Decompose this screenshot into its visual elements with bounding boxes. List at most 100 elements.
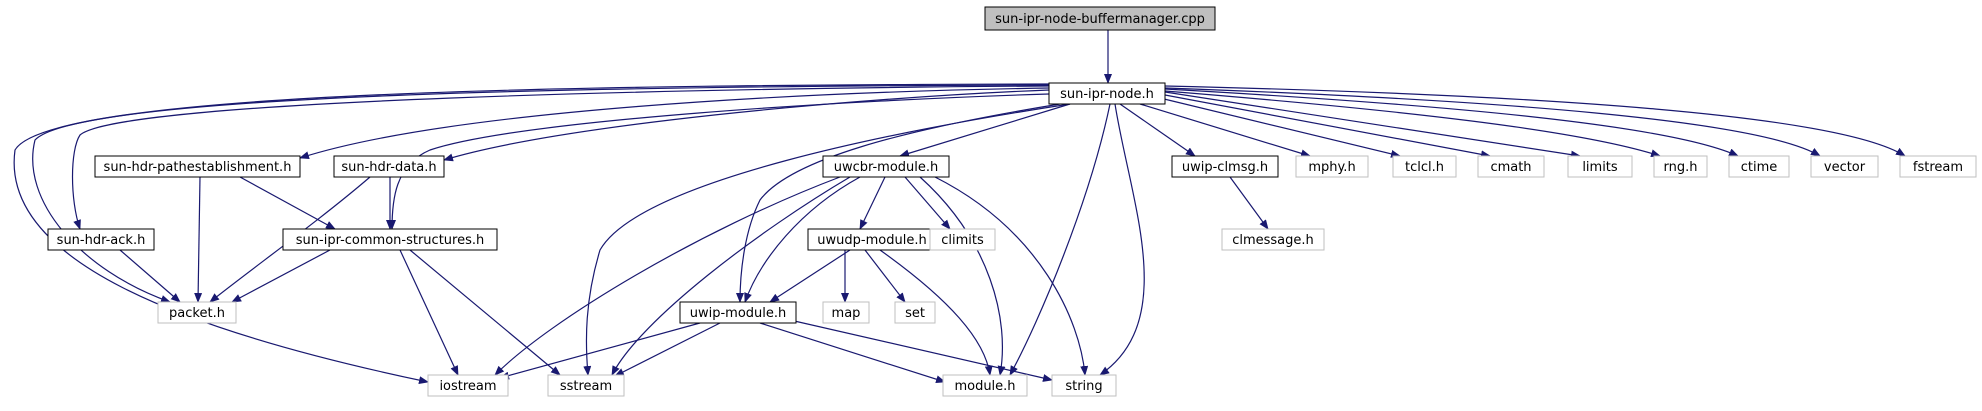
edge-ipr_node-to-uwip xyxy=(736,103,1061,303)
edge-ipr_node-to-ctime xyxy=(1164,88,1739,157)
node-label: set xyxy=(905,306,925,321)
node-box xyxy=(1051,374,1117,397)
edge-ipr_node-to-uwcbr xyxy=(899,103,1071,158)
node-label: string xyxy=(1065,379,1102,394)
node-limits: limits xyxy=(1567,155,1633,178)
node-label: rng.h xyxy=(1664,160,1698,175)
node-box xyxy=(679,301,797,324)
edge-common-to-sstream xyxy=(409,249,561,376)
node-label: tclcl.h xyxy=(1405,160,1444,175)
node-box xyxy=(1810,155,1879,178)
node-sstream: sstream xyxy=(547,374,625,397)
node-box xyxy=(942,374,1028,397)
edge-ipr_node-to-mphy xyxy=(1139,103,1311,158)
node-iostream: iostream xyxy=(427,374,509,397)
node-rng: rng.h xyxy=(1653,155,1708,178)
node-mphy: mphy.h xyxy=(1295,155,1369,178)
edge-pathest-to-packet xyxy=(194,176,203,303)
node-box xyxy=(1567,155,1633,178)
node-ipr-node[interactable]: sun-ipr-node.h xyxy=(1048,82,1166,105)
node-map: map xyxy=(822,301,870,324)
node-label: sstream xyxy=(560,379,612,394)
node-box xyxy=(894,301,936,324)
node-module: module.h xyxy=(942,374,1028,397)
edge-ipr_node-to-limits xyxy=(1164,91,1581,159)
node-root[interactable]: sun-ipr-node-buffermanager.cpp xyxy=(984,6,1216,31)
node-tclcl: tclcl.h xyxy=(1392,155,1457,178)
edge-uwip_clmsg-to-clmessage xyxy=(1229,176,1269,230)
node-uwip[interactable]: uwip-module.h xyxy=(679,301,797,324)
edge-uwcbr-to-string xyxy=(934,176,1089,376)
edge-ipr_node-to-common xyxy=(388,93,1050,230)
edge-pathest-to-common xyxy=(239,176,336,230)
edge-uwudp-to-set xyxy=(864,249,906,303)
node-box xyxy=(929,228,996,251)
node-string: string xyxy=(1051,374,1117,397)
node-label: sun-ipr-node.h xyxy=(1060,87,1154,102)
edge-ipr_node-to-pathest xyxy=(299,87,1050,160)
node-label: sun-hdr-pathestablishment.h xyxy=(104,160,292,175)
node-uwudp[interactable]: uwudp-module.h xyxy=(807,228,937,251)
node-uwip-clmsg[interactable]: uwip-clmsg.h xyxy=(1171,155,1279,178)
node-box xyxy=(47,228,155,251)
node-label: clmessage.h xyxy=(1232,233,1314,248)
node-label: uwcbr-module.h xyxy=(834,160,939,175)
edges-layer xyxy=(13,30,1906,385)
node-pathest[interactable]: sun-hdr-pathestablishment.h xyxy=(94,155,301,178)
node-label: vector xyxy=(1824,160,1866,175)
edge-ipr_node-to-uwip_clmsg xyxy=(1119,103,1196,157)
node-label: limits xyxy=(1582,160,1618,175)
node-vector: vector xyxy=(1810,155,1879,178)
node-label: sun-hdr-data.h xyxy=(341,160,436,175)
node-box xyxy=(984,6,1216,31)
node-label: climits xyxy=(941,233,984,248)
node-label: mphy.h xyxy=(1308,160,1355,175)
node-box xyxy=(1899,155,1977,178)
edge-ipr_node-to-hdr_data xyxy=(443,89,1050,162)
node-label: module.h xyxy=(954,379,1015,394)
node-hdr-data[interactable]: sun-hdr-data.h xyxy=(333,155,445,178)
edge-ipr_node-to-vector xyxy=(1164,87,1821,157)
node-label: sun-hdr-ack.h xyxy=(57,233,146,248)
node-fstream: fstream xyxy=(1899,155,1977,178)
edge-ipr_node-to-hdr_ack xyxy=(71,85,1050,230)
node-set: set xyxy=(894,301,936,324)
edge-common-to-packet xyxy=(231,249,331,303)
edge-ipr_node-to-packet xyxy=(32,84,1050,303)
node-box xyxy=(1392,155,1457,178)
node-box xyxy=(282,228,498,251)
node-label: uwudp-module.h xyxy=(817,233,926,248)
node-label: fstream xyxy=(1913,160,1963,175)
edge-ipr_node-to-fstream xyxy=(1164,85,1906,157)
edge-ipr_node-to-module xyxy=(1009,103,1111,376)
node-box xyxy=(427,374,509,397)
node-box xyxy=(1728,155,1790,178)
node-box xyxy=(547,374,625,397)
node-box xyxy=(1221,228,1325,251)
edge-ipr_node-to-rng xyxy=(1164,90,1661,158)
node-box xyxy=(822,301,870,324)
node-label: packet.h xyxy=(169,306,225,321)
edge-uwcbr-to-sstream xyxy=(611,176,851,376)
node-hdr-ack[interactable]: sun-hdr-ack.h xyxy=(47,228,155,251)
node-uwcbr[interactable]: uwcbr-module.h xyxy=(822,155,950,178)
node-common[interactable]: sun-ipr-common-structures.h xyxy=(282,228,498,251)
node-box xyxy=(1653,155,1708,178)
edge-uwcbr-to-module xyxy=(919,176,1006,376)
node-label: ctime xyxy=(1741,160,1778,175)
node-box xyxy=(822,155,950,178)
edge-uwcbr-to-climits xyxy=(904,176,951,230)
edge-uwcbr-to-iostream xyxy=(494,176,841,376)
edge-uwip-to-string xyxy=(789,319,1053,382)
node-label: sun-ipr-common-structures.h xyxy=(296,233,484,248)
edge-uwcbr-to-uwip xyxy=(744,176,861,303)
node-label: map xyxy=(832,306,861,321)
node-box xyxy=(157,301,237,324)
edge-common-to-iostream xyxy=(399,249,459,376)
edge-uwip-to-iostream xyxy=(499,322,701,380)
node-box xyxy=(1477,155,1545,178)
node-box xyxy=(1295,155,1369,178)
edge-uwcbr-to-uwudp xyxy=(859,176,886,230)
node-cmath: cmath xyxy=(1477,155,1545,178)
